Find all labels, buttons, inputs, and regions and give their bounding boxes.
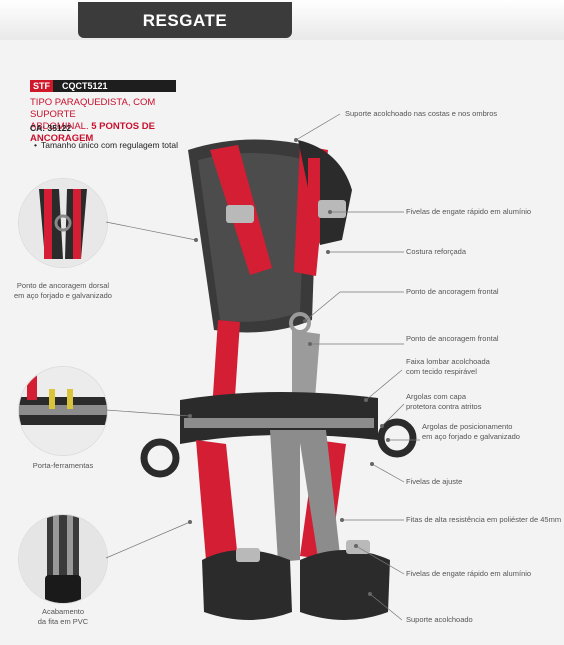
callout-aluminum-buckles-bottom: Fivelas de engate rápido em alumínio xyxy=(406,569,532,578)
callout-polyester-straps: Fitas de alta resistência em poliéster d… xyxy=(406,515,562,524)
dorsal-caption: Ponto de ancoragem dorsal em aço forjado… xyxy=(14,281,112,300)
pvc-caption: Acabamento da fita em PVC xyxy=(37,607,89,626)
header-bar: RESGATE xyxy=(0,0,564,40)
toolholder-caption: Porta-ferramentas xyxy=(32,461,94,470)
callout-padded-support: Suporte acolchoado xyxy=(406,615,473,624)
toolholder-detail-image xyxy=(18,366,108,456)
pvc-detail-image xyxy=(18,514,108,604)
callout-back-shoulder-padding: Suporte acolchoado nas costas e nos ombr… xyxy=(345,109,498,118)
callout-front-anchor-2: Ponto de ancoragem frontal xyxy=(406,334,499,343)
dorsal-detail-image xyxy=(18,178,108,268)
callout-adjust-buckles: Fivelas de ajuste xyxy=(406,477,463,486)
callout-front-anchor-1: Ponto de ancoragem frontal xyxy=(406,287,499,296)
ca-number: CA: 35122 xyxy=(30,123,72,133)
callout-ring-covers: Argolas com capa protetora contra atrito… xyxy=(406,392,482,411)
stf-badge: STF xyxy=(30,80,53,92)
callout-lumbar-belt: Faixa lombar acolchoada com tecido respi… xyxy=(406,357,490,376)
callout-reinforced-seam: Costura reforçada xyxy=(406,247,467,256)
description-line-2: ABDOMINAL. 5 PONTOS DE ANCORAGEM xyxy=(30,121,155,144)
product-code: CQCT5121 xyxy=(62,81,108,91)
size-bullet: Tamanho único com regulagem total xyxy=(34,140,178,150)
callout-positioning-rings: Argolas de posicionamento em aço forjado… xyxy=(422,422,520,441)
product-description: TIPO PARAQUEDISTA, COM SUPORTE ABDOMINAL… xyxy=(30,97,200,145)
callout-aluminum-buckles-top: Fivelas de engate rápido em alumínio xyxy=(406,207,532,216)
page-title: RESGATE xyxy=(78,2,292,38)
product-code-bar: STF CQCT5121 xyxy=(30,80,176,92)
description-line-1: TIPO PARAQUEDISTA, COM SUPORTE xyxy=(30,97,156,120)
